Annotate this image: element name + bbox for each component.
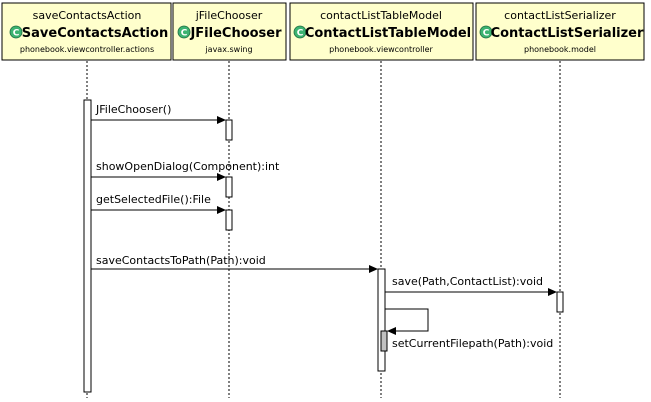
message-set-current-filepath: setCurrentFilepath(Path):void — [385, 308, 553, 350]
object-class-name: SaveContactsAction — [22, 26, 168, 41]
object-class-name: ContactListSerializer — [491, 26, 644, 41]
message-label: setCurrentFilepath(Path):void — [392, 337, 553, 350]
class-icon-letter: C — [297, 29, 304, 39]
activation-self-call — [380, 330, 388, 352]
object-instance-name: contactListSerializer — [504, 9, 616, 22]
message-get-selected-file: getSelectedFile():File — [91, 193, 226, 214]
arrowhead-icon — [217, 173, 226, 181]
object-package: phonebook.viewcontroller — [329, 45, 433, 54]
message-show-open-dialog: showOpenDialog(Component):int — [91, 160, 280, 181]
message-jfilechooser-constructor: JFileChooser() — [91, 103, 226, 124]
class-icon — [479, 25, 493, 39]
message-label: save(Path,ContactList):void — [392, 275, 543, 288]
object-jFileChooser[interactable]: jFileChooser C JFileChooser javax.swing — [172, 2, 287, 61]
activation-jFileChooser-2 — [225, 176, 233, 198]
message-label: getSelectedFile():File — [96, 193, 211, 206]
class-icon-letter: C — [13, 29, 20, 39]
message-label: showOpenDialog(Component):int — [96, 160, 280, 173]
arrowhead-icon — [217, 206, 226, 214]
class-icon-letter: C — [181, 29, 188, 39]
object-saveContactsAction[interactable]: saveContactsAction C SaveContactsAction … — [1, 2, 172, 61]
object-contactListTableModel[interactable]: contactListTableModel C ContactListTable… — [289, 2, 474, 61]
activation-contactListSerializer — [556, 291, 564, 313]
activation-saveContactsAction — [83, 99, 92, 393]
message-label: saveContactsToPath(Path):void — [96, 254, 266, 267]
class-icon — [177, 25, 191, 39]
object-class-name: JFileChooser — [189, 26, 282, 41]
object-instance-name: jFileChooser — [195, 9, 263, 22]
message-save-path-contact-list: save(Path,ContactList):void — [385, 275, 557, 296]
class-icon-letter: C — [483, 29, 490, 39]
object-class-name: ContactListTableModel — [305, 26, 471, 41]
arrowhead-icon — [548, 288, 557, 296]
arrowhead-icon — [387, 327, 396, 335]
class-icon — [9, 25, 23, 39]
arrowhead-icon — [369, 265, 378, 273]
object-instance-name: saveContactsAction — [33, 9, 142, 22]
activation-jFileChooser-3 — [225, 209, 233, 231]
message-label: JFileChooser() — [95, 103, 171, 116]
object-package: phonebook.model — [524, 45, 596, 54]
activation-contactListTableModel — [377, 268, 386, 372]
arrowhead-icon — [217, 116, 226, 124]
class-icon — [293, 25, 307, 39]
activation-jFileChooser-1 — [225, 119, 233, 141]
object-package: javax.swing — [204, 45, 252, 54]
message-save-contacts-to-path: saveContactsToPath(Path):void — [91, 254, 378, 273]
object-contactListSerializer[interactable]: contactListSerializer C ContactListSeria… — [475, 2, 645, 61]
object-package: phonebook.viewcontroller.actions — [20, 45, 154, 54]
object-instance-name: contactListTableModel — [320, 9, 442, 22]
